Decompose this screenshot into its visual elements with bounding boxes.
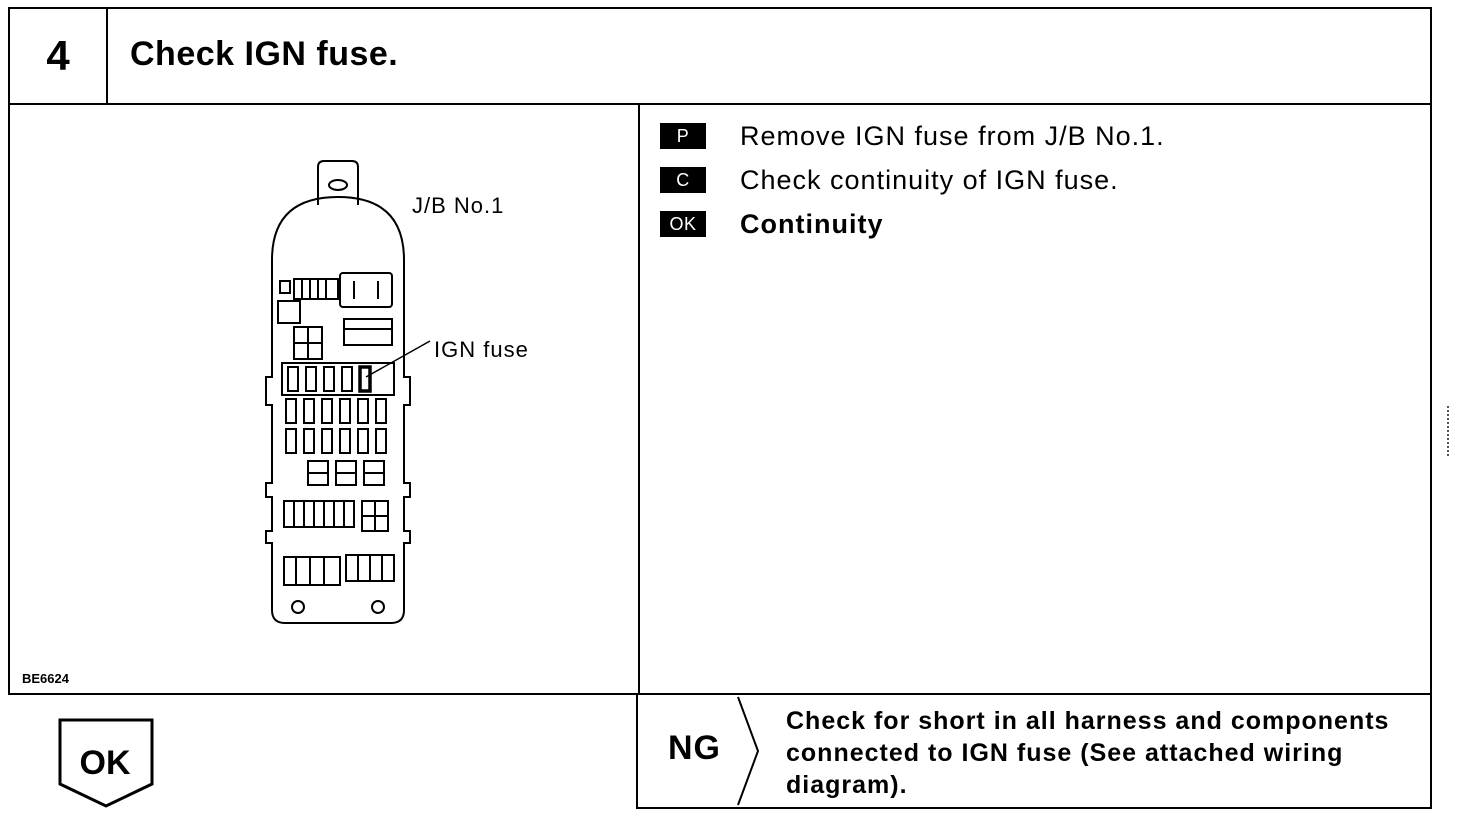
prepare-badge: P — [660, 123, 706, 149]
step-number: 4 — [10, 9, 108, 103]
ng-result-box: NG Check for short in all harness and co… — [636, 693, 1432, 809]
procedure-step-text: Continuity — [740, 208, 884, 239]
ok-badge: OK — [660, 211, 706, 237]
junction-block-illustration: J/B No.1 IGN fuse BE6624 — [10, 105, 638, 693]
figure-id: BE6624 — [22, 671, 69, 686]
junction-block-diagram — [265, 160, 431, 624]
procedure-step-ok: OK Continuity — [660, 209, 882, 239]
scan-edge-mark — [1447, 406, 1451, 456]
ng-result-description: Check for short in all harness and compo… — [786, 707, 1390, 799]
ng-chevron-icon — [737, 696, 760, 806]
check-badge: C — [660, 167, 706, 193]
step-header: 4 Check IGN fuse. — [8, 7, 1432, 105]
procedure-step-prepare: P Remove IGN fuse from J/B No.1. — [660, 121, 1164, 151]
ok-result-arrow — [58, 718, 154, 808]
ign-fuse-label: IGN fuse — [434, 337, 529, 362]
column-divider — [638, 105, 640, 693]
procedure-step-text: Remove IGN fuse from J/B No.1. — [740, 120, 1165, 151]
procedure-step-check: C Check continuity of IGN fuse. — [660, 165, 1118, 195]
ok-result-label: OK — [79, 744, 131, 782]
junction-block-label: J/B No.1 — [412, 193, 505, 218]
procedure-step-text: Check continuity of IGN fuse. — [740, 164, 1119, 195]
ng-result-label: NG — [668, 729, 721, 767]
step-body: J/B No.1 IGN fuse BE6624 P Remove IGN fu… — [8, 103, 1432, 695]
step-title: Check IGN fuse. — [130, 35, 399, 73]
